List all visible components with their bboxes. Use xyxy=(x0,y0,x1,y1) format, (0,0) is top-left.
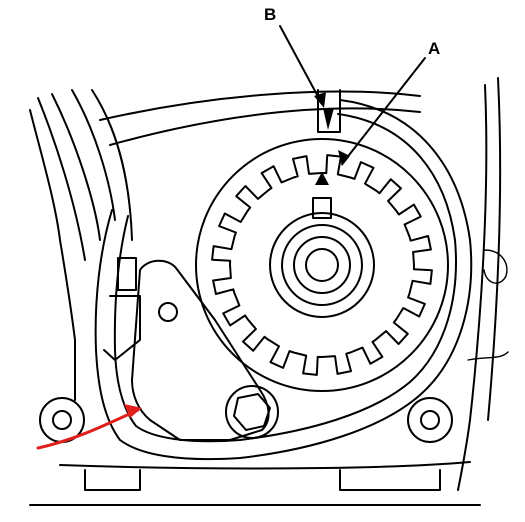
adjusting-bolt xyxy=(225,385,279,439)
callout-label-a: A xyxy=(428,39,440,58)
timing-belt xyxy=(94,99,473,461)
lower-housing xyxy=(29,461,481,506)
camshaft-sprocket xyxy=(195,138,449,392)
mounting-bolt-right xyxy=(407,397,453,443)
annotation-arrow xyxy=(36,404,142,450)
sprocket-timing-mark xyxy=(315,172,329,185)
leader-line-b xyxy=(279,25,323,105)
tensioner-bracket xyxy=(103,257,270,441)
cover-timing-mark xyxy=(317,89,341,133)
leader-line-a xyxy=(341,57,426,165)
engine-block-outline xyxy=(29,77,509,491)
callout-label-b: B xyxy=(264,5,276,24)
leader-lines xyxy=(279,25,426,166)
